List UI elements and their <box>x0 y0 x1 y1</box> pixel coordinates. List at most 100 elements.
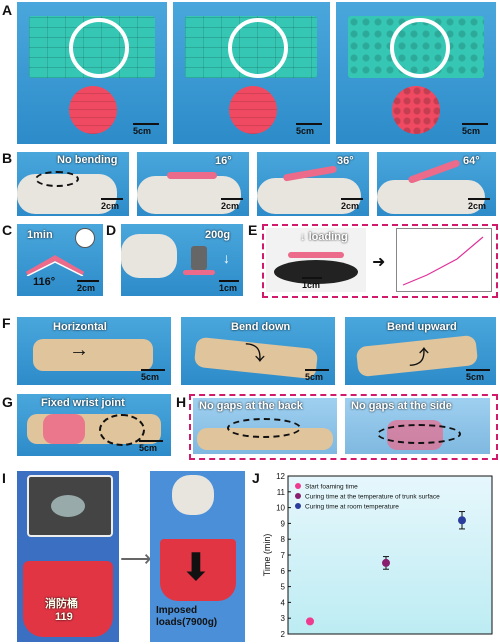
scale-bar: 5cm <box>305 369 329 382</box>
panel-h-photo-1: No gaps at the back <box>193 398 337 454</box>
motion-label: Horizontal <box>53 321 107 333</box>
down-arrow-icon: ⬇ <box>180 547 212 589</box>
scale-bar: 1cm <box>219 280 239 293</box>
panel-letter-c: C <box>2 222 13 238</box>
data-point <box>306 617 314 626</box>
angle-label: 36° <box>337 155 354 167</box>
panel-e-frame <box>262 224 498 298</box>
panel-a-photo-2: 5cm <box>173 2 330 144</box>
highlight-ellipse <box>99 414 145 446</box>
y-tick-label: 4 <box>281 598 286 607</box>
y-tick-label: 8 <box>281 535 286 544</box>
scale-bar: 2cm <box>468 198 490 211</box>
highlight-ring <box>69 18 129 78</box>
legend-marker <box>295 493 301 499</box>
down-arrow-icon: ↓ <box>300 231 306 243</box>
gloved-hand <box>257 178 361 214</box>
splint-strip <box>183 270 215 275</box>
scale-bar: 5cm <box>466 369 490 382</box>
scale-bar: 2cm <box>341 198 363 211</box>
highlight-ellipse <box>227 418 301 438</box>
legend-marker <box>295 483 301 489</box>
splint-strip <box>288 252 344 258</box>
legend-label: Start foaming time <box>305 484 358 491</box>
panel-letter-b: B <box>2 150 13 166</box>
scale-bar: 1cm <box>302 277 322 290</box>
time-label: 1min <box>27 229 53 241</box>
gloved-hand <box>377 180 485 214</box>
panel-letter-a: A <box>2 2 13 18</box>
panel-b-photo-1: No bending 2cm <box>17 152 129 216</box>
y-tick-label: 2 <box>281 630 286 639</box>
panel-f-photo-1: → Horizontal 5cm <box>17 317 171 385</box>
panel-letter-g: G <box>2 394 13 410</box>
bend-label: No bending <box>57 154 118 166</box>
panel-letter-h: H <box>176 394 187 410</box>
right-arrow-icon: ➜ <box>372 254 386 271</box>
panel-letter-i: I <box>2 470 6 486</box>
panel-letter-f: F <box>2 315 11 331</box>
panel-g-photo: Fixed wrist joint 5cm <box>17 394 171 456</box>
gap-label: No gaps at the side <box>351 400 452 412</box>
y-tick-label: 3 <box>281 614 286 623</box>
curved-arrow-icon: ⤴ <box>409 347 429 369</box>
gloved-hand <box>137 176 241 214</box>
panel-h-frame <box>189 394 498 460</box>
scale-bar: 2cm <box>221 198 243 211</box>
panel-a-photo-1: 5cm <box>17 2 167 144</box>
scale-bar: 5cm <box>133 123 159 136</box>
load-label: 200g <box>205 229 231 241</box>
molded-disc <box>392 86 440 134</box>
panel-b-photo-2: 16° 2cm <box>137 152 249 216</box>
y-tick-label: 6 <box>281 567 286 576</box>
bucket-number: 119 <box>55 611 73 623</box>
loading-label: ↓ loading <box>300 231 348 243</box>
panel-h-photo-2: No gaps at the side <box>345 398 490 454</box>
molded-disc <box>229 86 277 134</box>
panel-b-photo-3: 36° 2cm <box>257 152 369 216</box>
curved-arrow-icon: ⤵ <box>245 343 265 365</box>
y-tick-label: 10 <box>276 504 285 513</box>
y-tick-label: 12 <box>276 472 285 481</box>
legend-label: Curing time at room temperature <box>305 504 399 511</box>
wrist-label: Fixed wrist joint <box>41 397 125 409</box>
panel-letter-j: J <box>252 470 260 486</box>
right-arrow-icon: → <box>69 339 89 361</box>
data-point <box>458 516 466 525</box>
y-tick-label: 5 <box>281 583 286 592</box>
panel-c-photo: 1min 116° 2cm <box>17 224 103 296</box>
highlight-ring <box>228 18 288 78</box>
y-tick-label: 9 <box>281 519 286 528</box>
gloved-hand <box>121 234 177 278</box>
scale-bar: 5cm <box>296 123 322 136</box>
clock-icon <box>75 228 95 248</box>
motion-label: Bend upward <box>387 321 457 333</box>
weight-block <box>191 246 207 270</box>
bent-splint <box>25 255 85 276</box>
limb-model <box>33 339 153 371</box>
panel-i-photo-2: ⬇ Imposed loads(7900g) <box>150 471 245 642</box>
meter-display <box>51 495 85 517</box>
loading-text: loading <box>308 231 348 243</box>
angle-label: 64° <box>463 155 480 167</box>
splint-strip <box>167 172 217 179</box>
test-platform <box>274 260 358 284</box>
panel-e-photo: ↓ loading 1cm <box>266 228 366 292</box>
panel-d-photo: 200g ↓ 1cm <box>121 224 243 296</box>
scale-bar: 2cm <box>77 280 99 293</box>
highlight-ellipse <box>377 424 461 444</box>
panel-f-photo-2: ⤵ Bend down 5cm <box>181 317 335 385</box>
plot-area <box>287 475 493 635</box>
gloved-hand <box>172 475 214 515</box>
angle-label: 16° <box>215 155 232 167</box>
y-tick-label: 7 <box>281 551 286 560</box>
panel-i-photo-1: 消防桶 119 <box>17 471 119 642</box>
motion-label: Bend down <box>231 321 291 333</box>
molded-disc <box>69 86 117 134</box>
scale-bar: 5cm <box>139 440 163 453</box>
right-arrow-icon: ⟶ <box>120 546 152 571</box>
force-curve-plot <box>396 228 492 292</box>
limb-model <box>197 428 333 450</box>
bucket <box>160 539 236 601</box>
